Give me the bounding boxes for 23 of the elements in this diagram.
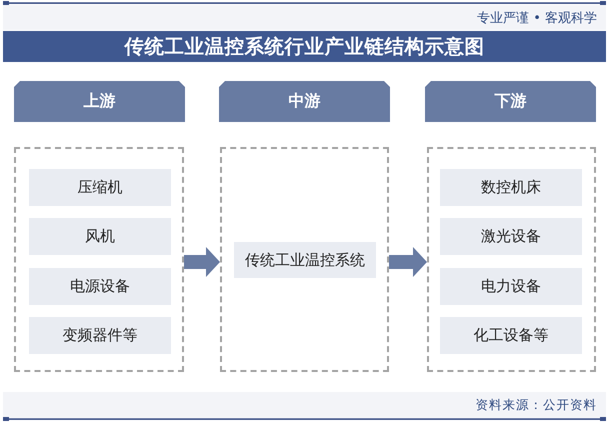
stage-title: 上游 <box>84 91 116 112</box>
item-label: 电力设备 <box>481 277 541 296</box>
arrow <box>184 247 220 277</box>
item-label: 化工设备等 <box>474 326 548 345</box>
tagline: 专业严谨 • 客观科学 <box>477 10 597 27</box>
stage-title: 下游 <box>494 91 526 112</box>
item-label: 激光设备 <box>481 227 541 246</box>
stage-header-band <box>219 81 390 122</box>
item-label: 压缩机 <box>78 178 122 197</box>
item-label: 电源设备 <box>70 277 130 296</box>
item-label: 风机 <box>85 227 115 246</box>
stage-title: 中游 <box>288 91 320 112</box>
dashed-group-frame <box>14 147 184 372</box>
item-label: 传统工业温控系统 <box>245 250 365 270</box>
stage-header-band <box>14 81 185 122</box>
source-note: 资料来源：公开资料 <box>476 397 597 414</box>
arrow <box>389 247 427 277</box>
dashed-group-frame <box>427 147 596 372</box>
item-label: 数控机床 <box>481 178 541 197</box>
stage-header-band <box>425 81 596 122</box>
title: 传统工业温控系统行业产业链结构示意图 <box>124 34 484 60</box>
dashed-group-frame <box>220 147 389 372</box>
item-label: 变频器件等 <box>62 326 138 345</box>
